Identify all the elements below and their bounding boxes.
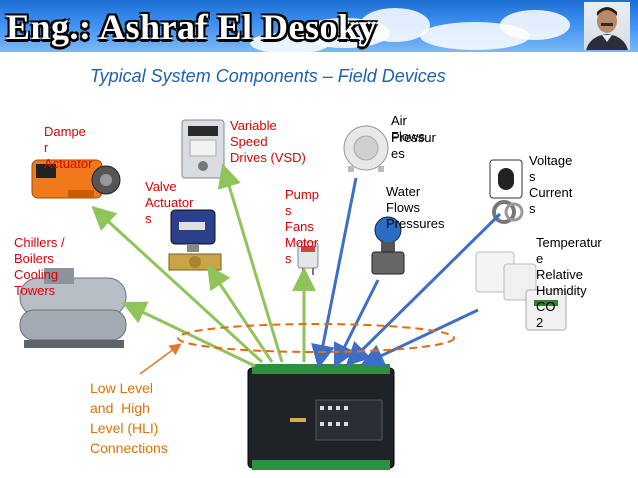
voltage-current-sensor-icon [489,159,524,224]
arrow-damper [91,205,264,364]
controller-board-icon [247,364,395,470]
water-transmitter-icon [371,216,405,275]
label-chillers: Chillers / Boilers Cooling Towers [14,235,65,298]
author-name: Eng.: Ashraf El Desoky [6,7,378,47]
label-temperature: Temperatur e Relative Humidity CO 2 [536,235,602,330]
label-water: Water Flows Pressures [386,184,445,231]
header-banner: Eng.: Ashraf El Desoky [0,0,638,52]
air-pressure-switch-icon [343,125,389,172]
vsd-drive-icon [181,119,225,179]
label-pumps: Pump s Fans Motor s [285,187,319,266]
label-connections: Low Level and High Level (HLI) Connectio… [90,380,168,456]
label-air-pressures: Pressur es [391,130,436,161]
arrow-connections [139,343,182,375]
label-vsd: Variable Speed Drives (VSD) [230,118,306,165]
label-air-flows: Air Flows [391,113,425,144]
arrow-from-water [333,279,380,369]
chiller-icon [19,268,127,348]
arrow-valve [207,264,274,363]
label-valve-actuators: Valve Actuator s [145,179,194,226]
arrow-vsd [217,163,284,363]
slide-title: Typical System Components – Field Device… [90,66,446,86]
damper-actuator-icon [31,159,121,199]
bus-ellipse [177,323,455,353]
arrow-from-temperature [359,308,479,367]
arrow-chillers [121,301,256,368]
author-portrait [584,2,630,50]
temperature-humidity-sensor-icon [475,251,567,331]
arrow-from-air [311,177,358,369]
label-voltage-current: Voltage s Current s [529,153,573,216]
arrow-from-voltage [345,212,502,367]
label-damper-actuator: Dampe r Actuator [44,124,93,171]
